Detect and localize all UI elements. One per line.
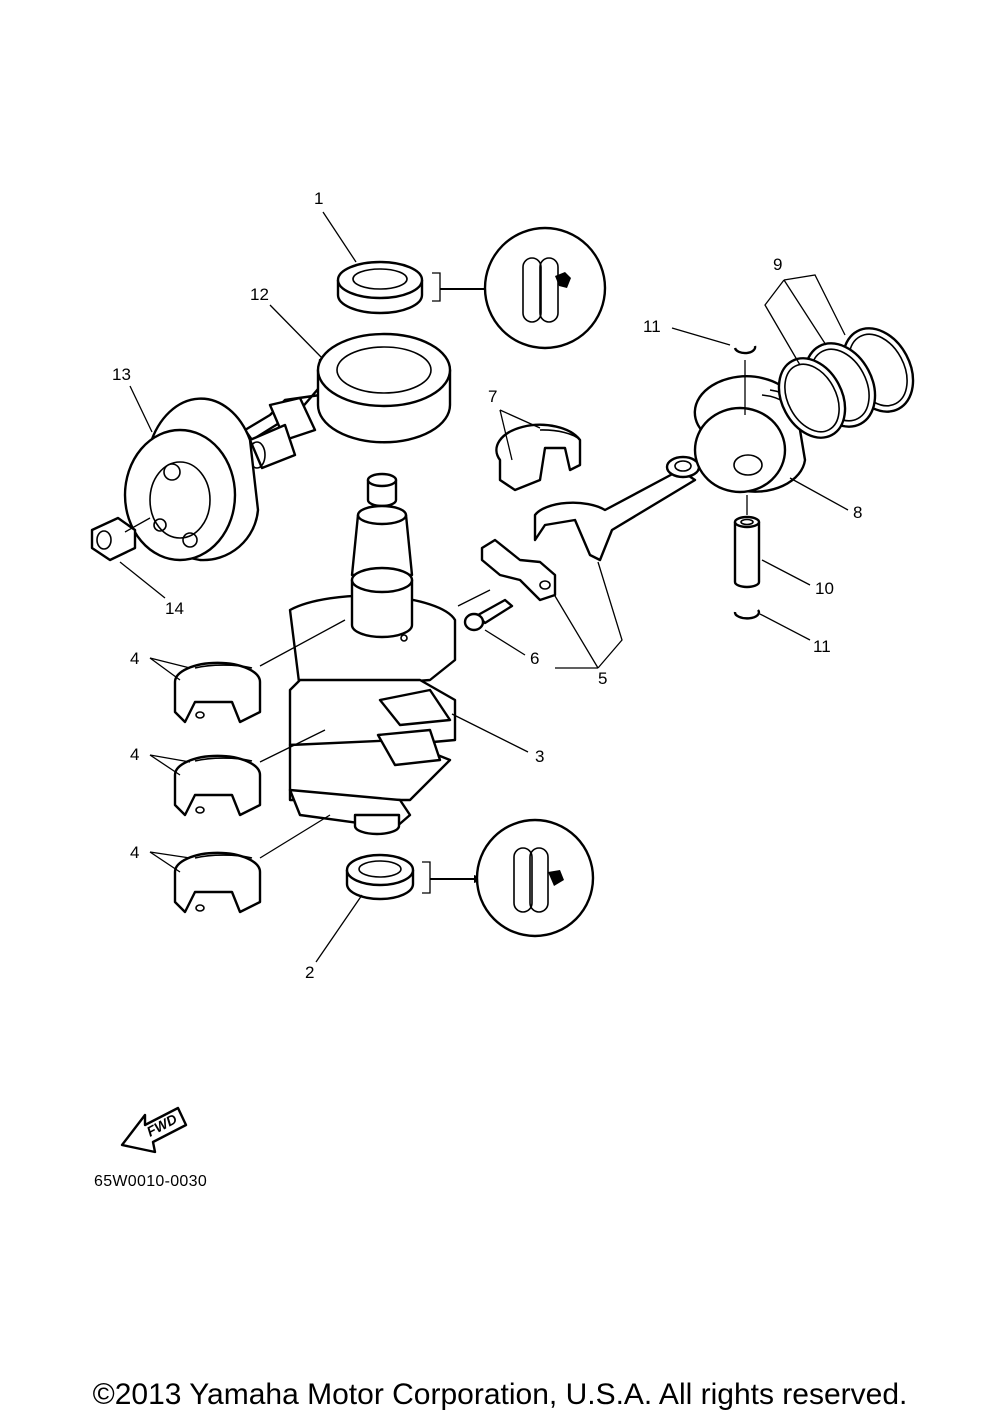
main-bearing-lower[interactable] bbox=[173, 851, 262, 914]
callout-label-14: 14 bbox=[165, 599, 184, 618]
conrod-bearing[interactable] bbox=[495, 423, 582, 492]
oil-seal-lower[interactable] bbox=[345, 853, 415, 901]
callout-10: 10 bbox=[761, 559, 834, 598]
callout-9: 9 bbox=[764, 255, 846, 366]
callout-label-12: 12 bbox=[250, 285, 269, 304]
callout-3: 3 bbox=[451, 713, 544, 766]
callout-label-10: 10 bbox=[815, 579, 834, 598]
callout-label-6: 6 bbox=[530, 649, 539, 668]
callout-2: 2 bbox=[305, 894, 363, 982]
callout-4-lower: 4 bbox=[130, 814, 331, 873]
callout-1: 1 bbox=[314, 189, 357, 263]
callout-label-11-upper: 11 bbox=[643, 317, 661, 336]
callout-8: 8 bbox=[789, 477, 862, 522]
callout-13: 13 bbox=[112, 365, 153, 433]
connecting-rod-cap[interactable] bbox=[480, 538, 557, 602]
callout-7: 7 bbox=[488, 387, 541, 461]
callout-14: 14 bbox=[119, 561, 184, 618]
copyright-notice: ©2013 Yamaha Motor Corporation, U.S.A. A… bbox=[92, 1378, 908, 1411]
callout-12: 12 bbox=[250, 285, 323, 359]
callout-label-5: 5 bbox=[598, 669, 607, 688]
flywheel-nut[interactable] bbox=[90, 516, 151, 562]
seal-detail-circle-upper bbox=[432, 226, 607, 350]
main-bearing-upper[interactable] bbox=[173, 661, 262, 724]
callout-label-13: 13 bbox=[112, 365, 131, 384]
callout-label-7: 7 bbox=[488, 387, 497, 406]
callout-6: 6 bbox=[484, 629, 539, 668]
callout-5: 5 bbox=[554, 561, 623, 688]
fwd-arrow-icon: FWD bbox=[120, 1106, 188, 1154]
callout-label-3: 3 bbox=[535, 747, 544, 766]
callout-11-lower: 11 bbox=[759, 613, 831, 656]
seal-detail-circle-lower bbox=[422, 818, 595, 938]
piston-pin-clip-upper[interactable] bbox=[733, 345, 757, 355]
callout-11-upper: 11 bbox=[643, 317, 731, 346]
callout-label-4-upper: 4 bbox=[130, 649, 139, 668]
callout-label-2: 2 bbox=[305, 963, 314, 982]
conrod-bolt[interactable] bbox=[457, 589, 514, 632]
piston-pin[interactable] bbox=[733, 495, 761, 589]
piston-rings[interactable] bbox=[766, 316, 927, 449]
callout-label-1: 1 bbox=[314, 189, 323, 208]
connecting-rod[interactable] bbox=[533, 455, 701, 562]
callout-label-9: 9 bbox=[773, 255, 782, 274]
piston[interactable] bbox=[693, 360, 807, 494]
callout-label-4-lower: 4 bbox=[130, 843, 139, 862]
diagram-code: 65W0010-0030 bbox=[94, 1173, 208, 1190]
main-bearing-middle[interactable] bbox=[173, 754, 262, 817]
oil-seal-upper[interactable] bbox=[336, 260, 424, 315]
callout-4-upper: 4 bbox=[130, 619, 346, 681]
callout-label-11-lower: 11 bbox=[813, 637, 831, 656]
callout-label-8: 8 bbox=[853, 503, 862, 522]
callout-4-middle: 4 bbox=[130, 729, 326, 776]
crankshaft[interactable] bbox=[288, 472, 457, 836]
callout-label-4-middle: 4 bbox=[130, 745, 139, 764]
crank-bearing-housing[interactable] bbox=[243, 332, 452, 470]
piston-pin-clip-lower[interactable] bbox=[733, 609, 761, 620]
flywheel-hub[interactable] bbox=[123, 397, 260, 562]
